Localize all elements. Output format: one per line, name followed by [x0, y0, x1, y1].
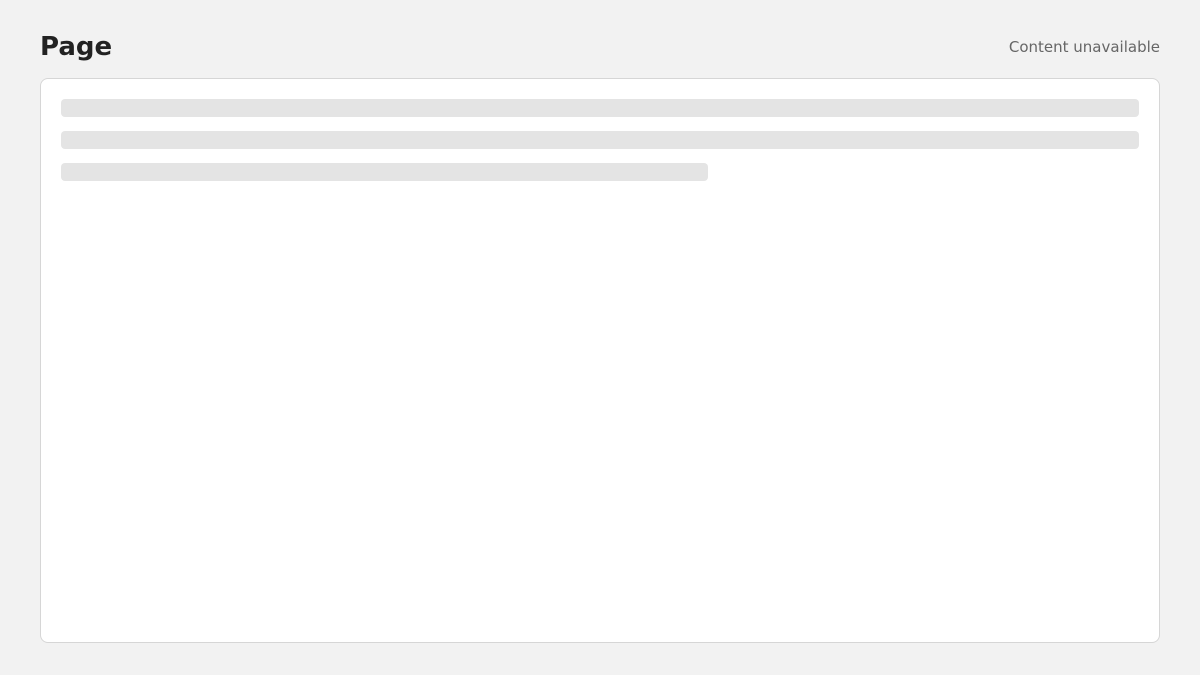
page-title: Page	[40, 32, 113, 62]
placeholder-row	[61, 163, 708, 181]
content-panel	[40, 78, 1160, 643]
status-note: Content unavailable	[1008, 38, 1160, 56]
header: Page Content unavailable	[40, 32, 1160, 62]
placeholder-row	[61, 99, 1139, 117]
placeholder-row	[61, 131, 1139, 149]
